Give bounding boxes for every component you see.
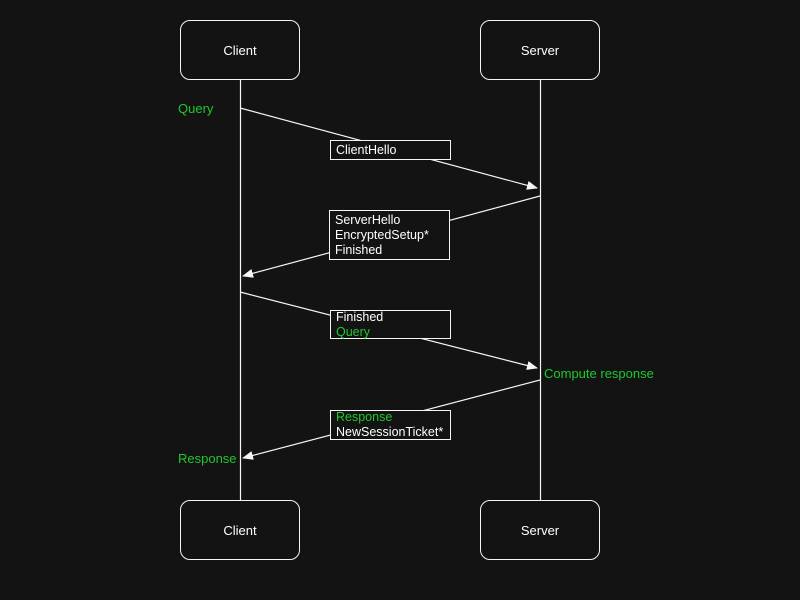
annotation-response: Response [178, 451, 237, 466]
message-text: Finished [336, 309, 384, 324]
message-text: Finished [335, 242, 383, 257]
message-box-serverhello: ServerHello EncryptedSetup* Finished [329, 210, 450, 260]
message-text-query: Query [336, 324, 371, 339]
actor-client-top-label: Client [223, 42, 257, 58]
actor-server-top-label: Server [520, 42, 560, 58]
annotation-query: Query [178, 101, 214, 116]
message-box-response-ticket: Response NewSessionTicket* [330, 410, 451, 440]
actor-client-top: Client [180, 20, 300, 80]
actor-server-bottom: Server [480, 500, 600, 560]
actor-client-bottom: Client [180, 500, 300, 560]
message-text-response: Response [336, 410, 393, 424]
actor-client-bottom-label: Client [223, 522, 257, 538]
actor-server-top: Server [480, 20, 600, 80]
message-box-finished-query: Finished Query [330, 310, 451, 339]
message-text: ClientHello [336, 142, 397, 157]
message-text: EncryptedSetup* [335, 227, 429, 242]
actor-server-bottom-label: Server [520, 522, 560, 538]
message-text: NewSessionTicket* [336, 425, 444, 439]
message-text: ServerHello [335, 212, 401, 227]
annotation-compute-response: Compute response [544, 366, 654, 381]
message-box-clienthello: ClientHello [330, 140, 451, 160]
